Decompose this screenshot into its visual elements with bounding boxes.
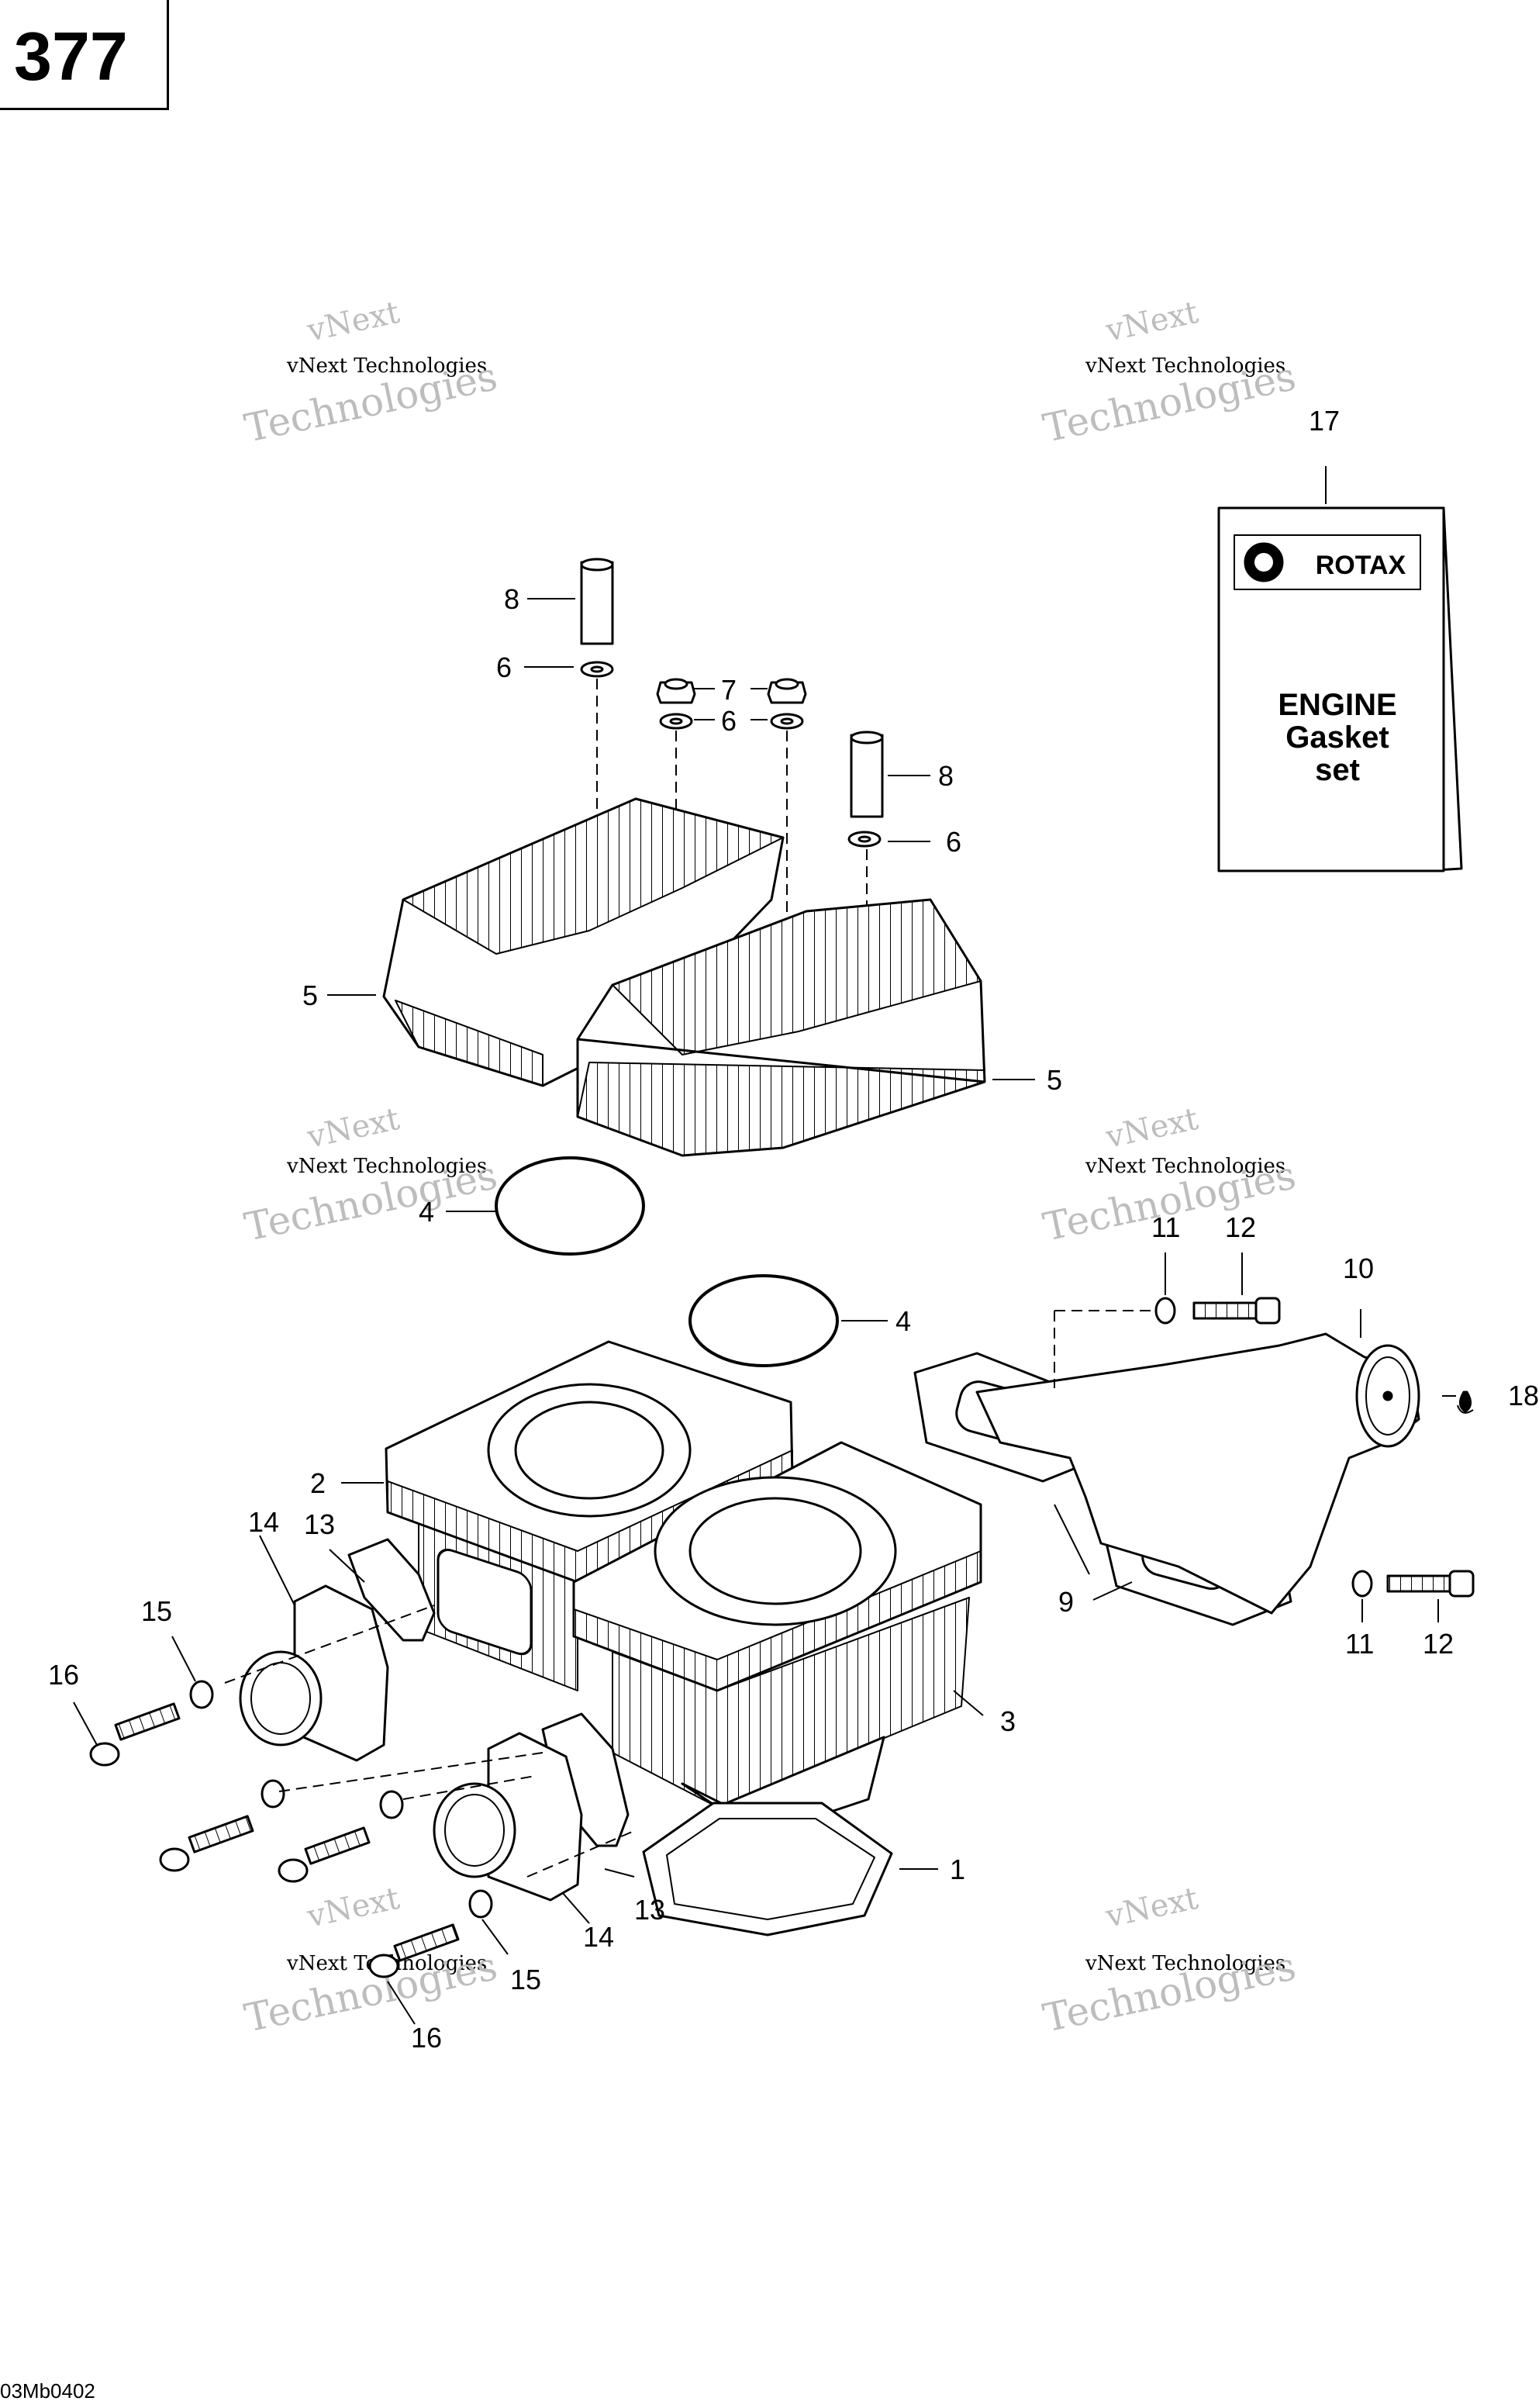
callouts: 8 6 7 6 8 6 5 5 4 4 2 3 1 9 10 11 12 11 … <box>48 405 1539 2054</box>
callout-8-left: 8 <box>504 583 519 615</box>
callout-10: 10 <box>1343 1252 1374 1284</box>
intake-flange-lower <box>433 1732 583 1902</box>
watermark-top-right: vNext vNext Technologies Technologies <box>1039 295 1299 451</box>
exhaust-bolt-upper <box>1192 1297 1281 1325</box>
watermark-top-left: vNext vNext Technologies Technologies <box>240 295 501 451</box>
svg-text:vNext: vNext <box>304 295 403 349</box>
intake-bolt-3 <box>278 1826 371 1883</box>
callout-14-upper: 14 <box>248 1506 279 1538</box>
intake-bolt-1 <box>89 1702 181 1767</box>
gasket-set-manual <box>1217 506 1463 872</box>
spacer-sleeve-left <box>580 558 614 645</box>
exhaust-bolt-lower <box>1386 1570 1475 1598</box>
callout-16-lower: 16 <box>411 2022 442 2054</box>
exhaust-washer-lower <box>1351 1570 1373 1598</box>
callout-1: 1 <box>950 1854 965 1885</box>
svg-text:vNext: vNext <box>304 1101 403 1156</box>
o-ring-upper <box>495 1156 645 1256</box>
callout-11-lower: 11 <box>1345 1628 1374 1660</box>
callout-5-right: 5 <box>1047 1064 1062 1096</box>
intake-washer-3 <box>379 1790 404 1819</box>
callout-12-upper: 12 <box>1225 1211 1256 1243</box>
callout-15-upper: 15 <box>141 1595 172 1627</box>
svg-text:vNext: vNext <box>1102 1881 1202 1935</box>
callout-9: 9 <box>1058 1586 1074 1618</box>
o-ring-lower <box>688 1274 839 1367</box>
svg-text:vNext Technologies: vNext Technologies <box>286 354 487 378</box>
leader-lines <box>73 466 1456 2025</box>
page-number: 377 <box>14 18 128 95</box>
callout-3: 3 <box>1000 1705 1016 1737</box>
callout-5-left: 5 <box>302 979 318 1011</box>
exhaust-washer-upper <box>1154 1297 1176 1325</box>
assembly-guides-lower <box>224 1310 1155 1878</box>
svg-text:vNext Technologies: vNext Technologies <box>1085 1952 1285 1975</box>
cylinder-right <box>572 1441 982 1832</box>
svg-text:vNext: vNext <box>304 1881 403 1935</box>
callout-16-upper: 16 <box>48 1659 79 1691</box>
callout-2: 2 <box>310 1467 326 1499</box>
callout-12-lower: 12 <box>1423 1628 1454 1660</box>
intake-washer-2 <box>261 1779 285 1809</box>
intake-bolt-4 <box>368 1923 460 1978</box>
callout-8-right: 8 <box>938 760 954 792</box>
cylinder-head-right <box>576 898 986 1157</box>
cylinder-head-left <box>382 797 785 1087</box>
svg-text:vNext: vNext <box>1102 295 1202 349</box>
callout-14-lower: 14 <box>583 1921 614 1953</box>
svg-text:vNext Technologies: vNext Technologies <box>1085 354 1285 378</box>
svg-text:vNext Technologies: vNext Technologies <box>286 1155 487 1178</box>
intake-washer-1 <box>189 1680 214 1709</box>
intake-flange-gasket-upper <box>347 1538 436 1642</box>
callout-6-left: 6 <box>496 651 512 683</box>
exhaust-manifold <box>975 1332 1420 1615</box>
manual-title-line2: Gasket <box>1285 720 1389 755</box>
svg-text:vNext: vNext <box>1102 1101 1202 1156</box>
callout-4-lower: 4 <box>895 1305 911 1337</box>
watermark-mid-left: vNext vNext Technologies Technologies <box>240 1101 501 1250</box>
callout-11-upper: 11 <box>1151 1211 1180 1243</box>
diagram-code: 03Mb0402 <box>0 2379 95 2403</box>
hex-nut-left <box>656 678 696 704</box>
spacer-sleeve-right <box>850 731 884 818</box>
intake-bolt-2 <box>159 1815 254 1872</box>
lubricant-drop-icon <box>1459 1391 1472 1413</box>
callout-15-lower: 15 <box>510 1964 541 1995</box>
callout-13-lower: 13 <box>634 1894 665 1926</box>
callout-6-center: 6 <box>721 705 737 737</box>
manual-brand: ROTAX <box>1316 551 1406 580</box>
callout-18: 18 <box>1508 1380 1539 1411</box>
hex-nut-right <box>767 678 807 704</box>
callout-13-upper: 13 <box>304 1508 335 1540</box>
callout-4-upper: 4 <box>419 1196 434 1228</box>
callout-17: 17 <box>1309 405 1340 437</box>
intake-flange-upper <box>239 1584 389 1762</box>
manual-title-line1: ENGINE <box>1278 688 1396 722</box>
watermark-bottom-right: vNext vNext Technologies Technologies <box>1039 1881 1299 2041</box>
intake-washer-4 <box>468 1889 493 1919</box>
manual-title-line3: set <box>1315 753 1360 787</box>
svg-text:vNext Technologies: vNext Technologies <box>1085 1155 1285 1178</box>
callout-7: 7 <box>721 674 737 706</box>
base-gasket <box>642 1802 893 1936</box>
page-number-box: 377 <box>0 0 169 110</box>
callout-6-right: 6 <box>946 826 961 858</box>
